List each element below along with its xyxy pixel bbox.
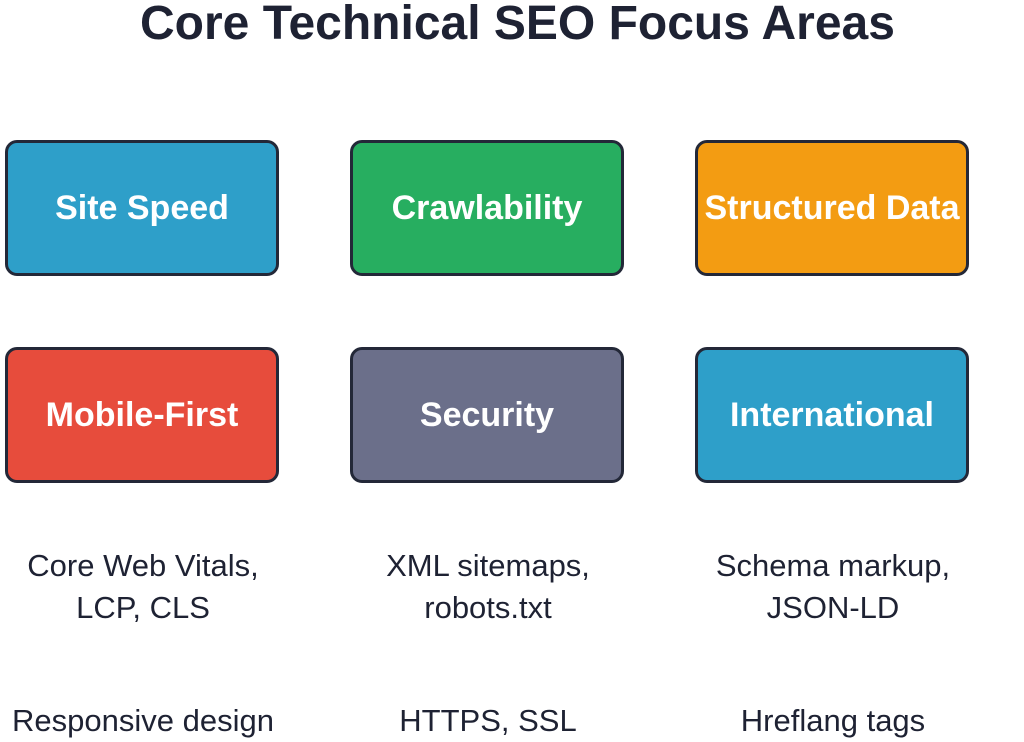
description-structured-data: Schema markup, JSON-LD — [683, 545, 983, 629]
box-label: Crawlability — [391, 188, 583, 227]
description-line: LCP, CLS — [76, 590, 210, 625]
description-mobile-first: Responsive design — [0, 700, 293, 742]
box-mobile-first: Mobile-First — [5, 347, 279, 483]
description-line: robots.txt — [424, 590, 552, 625]
box-label: Mobile-First — [45, 395, 239, 434]
diagram-title: Core Technical SEO Focus Areas — [140, 0, 895, 50]
box-structured-data: Structured Data — [695, 140, 969, 276]
description-security: HTTPS, SSL — [338, 700, 638, 742]
description-site-speed: Core Web Vitals, LCP, CLS — [0, 545, 293, 629]
description-line: Core Web Vitals, — [27, 548, 259, 583]
description-line: Hreflang tags — [740, 703, 926, 738]
description-crawlability: XML sitemaps, robots.txt — [338, 545, 638, 629]
box-label: Structured Data — [704, 188, 960, 227]
box-label: Site Speed — [55, 188, 229, 227]
description-line: JSON-LD — [766, 590, 900, 625]
box-label: International — [729, 395, 935, 434]
description-line: XML sitemaps, — [386, 548, 590, 583]
description-line: Schema markup, — [715, 548, 951, 583]
description-line: Responsive design — [12, 703, 274, 738]
description-line: HTTPS, SSL — [399, 703, 577, 738]
box-site-speed: Site Speed — [5, 140, 279, 276]
box-international: International — [695, 347, 969, 483]
box-security: Security — [350, 347, 624, 483]
box-crawlability: Crawlability — [350, 140, 624, 276]
description-international: Hreflang tags — [683, 700, 983, 742]
box-label: Security — [419, 395, 555, 434]
